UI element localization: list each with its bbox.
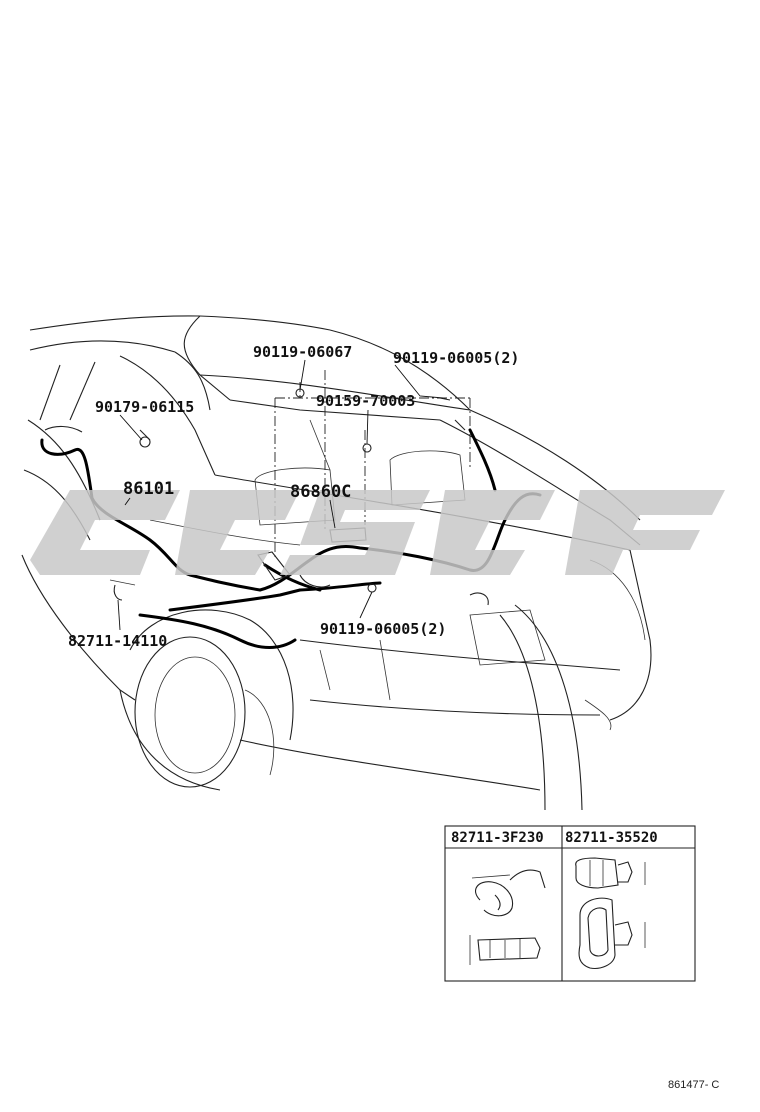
watermark-shape-3 [280, 490, 430, 575]
antenna-cable [499, 604, 583, 811]
part-label-90119-06067[interactable]: 90119-06067 [253, 343, 352, 361]
inset-label-right[interactable]: 82711-35520 [565, 830, 658, 846]
clip-82711-35520-drawing [575, 857, 646, 969]
watermark-shape-4 [430, 490, 555, 575]
leader-lines [117, 359, 444, 631]
part-label-86860c[interactable]: 86860C [290, 482, 351, 502]
watermark-shape-1 [30, 490, 180, 575]
part-label-90159-70003[interactable]: 90159-70003 [316, 392, 415, 410]
watermark-shape-2 [175, 490, 300, 575]
watermark-shape-5 [565, 490, 725, 575]
part-label-90119-06005-bottom[interactable]: 90119-06005(2) [320, 620, 446, 638]
part-label-86101[interactable]: 86101 [123, 479, 174, 499]
part-label-90179-06115[interactable]: 90179-06115 [95, 398, 194, 416]
part-label-90119-06005-top[interactable]: 90119-06005(2) [393, 349, 519, 367]
diagram-code: 861477- C [668, 1079, 719, 1091]
clip-82711-3f230-drawing [469, 869, 546, 965]
clip-detail-inset: 82711-3F230 82711-35520 [444, 825, 696, 982]
watermark [30, 490, 725, 575]
part-labels: 90119-06067 90119-06005(2) 90159-70003 9… [68, 343, 519, 650]
part-label-82711-14110[interactable]: 82711-14110 [68, 632, 167, 650]
inset-label-left[interactable]: 82711-3F230 [451, 830, 544, 846]
